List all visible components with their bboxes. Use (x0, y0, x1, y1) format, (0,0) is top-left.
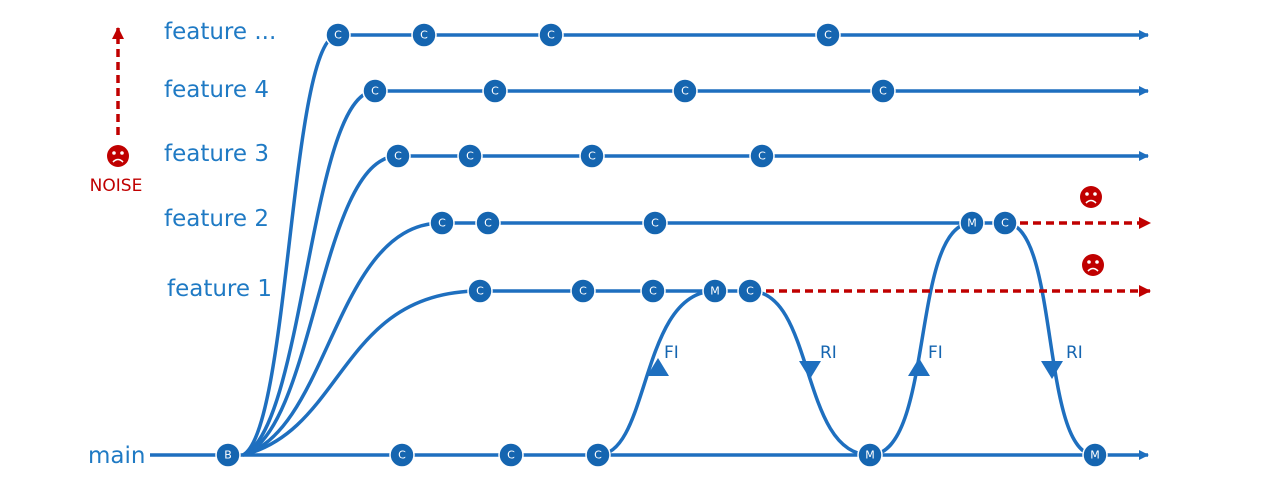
branch-label-feature-3: feature 3 (164, 141, 269, 167)
ri-path-2 (1004, 221, 1096, 457)
svg-text:C: C (758, 150, 766, 163)
branch-label-feature-2: feature 2 (164, 206, 269, 232)
commit-node: C (411, 22, 437, 48)
branch-lines (150, 30, 1149, 460)
svg-text:C: C (547, 29, 555, 42)
svg-text:C: C (879, 85, 887, 98)
commit-node: C (640, 278, 666, 304)
commit-node: C (429, 210, 455, 236)
merge-node: M (959, 210, 985, 236)
commit-node: C (482, 78, 508, 104)
svg-text:M: M (967, 217, 977, 230)
svg-text:C: C (394, 150, 402, 163)
commit-node: C (570, 278, 596, 304)
commit-node: C (538, 22, 564, 48)
fi-arrowhead-2 (908, 358, 930, 376)
fi-arrowhead-1 (647, 358, 669, 376)
merge-node: M (857, 442, 883, 468)
sad-face-icon (1082, 254, 1104, 276)
svg-text:C: C (649, 285, 657, 298)
commit-node: C (475, 210, 501, 236)
fi-path-1 (597, 289, 716, 457)
feature-more-line (241, 30, 1149, 457)
merge-node: M (702, 278, 728, 304)
stale-lines (112, 27, 1151, 297)
svg-text:C: C (466, 150, 474, 163)
commit-node: C (579, 143, 605, 169)
sad-face-icon (1080, 186, 1102, 208)
branch-label-main: main (88, 443, 145, 469)
commit-node: C (457, 143, 483, 169)
svg-text:C: C (371, 85, 379, 98)
svg-text:M: M (865, 449, 875, 462)
svg-text:C: C (588, 150, 596, 163)
base-node: B (215, 442, 241, 468)
svg-text:C: C (824, 29, 832, 42)
svg-text:C: C (507, 449, 515, 462)
flow-arrowheads (647, 358, 1063, 379)
commit-node: C (737, 278, 763, 304)
commit-node: C (749, 143, 775, 169)
commit-node: C (642, 210, 668, 236)
branch-label-feature-1: feature 1 (167, 276, 272, 302)
ri-arrowhead-1 (799, 361, 821, 379)
branch-label-feature-4: feature 4 (164, 77, 269, 103)
feature-1-line (242, 289, 750, 457)
svg-text:C: C (579, 285, 587, 298)
merge-node: M (1082, 442, 1108, 468)
svg-text:C: C (420, 29, 428, 42)
commit-nodes: C C C C C C C C C C C C C C C M C C C C … (215, 22, 1108, 468)
commit-node: C (467, 278, 493, 304)
commit-node: C (672, 78, 698, 104)
commit-node: C (815, 22, 841, 48)
noise-label: NOISE (90, 176, 143, 196)
fi-label-1: FI (664, 343, 679, 363)
svg-text:C: C (398, 449, 406, 462)
commit-node: C (362, 78, 388, 104)
svg-text:M: M (1090, 449, 1100, 462)
feature-2-line (242, 221, 1005, 457)
svg-text:C: C (651, 217, 659, 230)
commit-node: C (385, 143, 411, 169)
svg-text:C: C (334, 29, 342, 42)
commit-node: C (992, 210, 1018, 236)
feature-3-line (242, 151, 1149, 457)
feature-4-line (242, 86, 1149, 457)
branch-label-feature-more: feature ... (164, 19, 276, 45)
svg-text:C: C (438, 217, 446, 230)
ri-label-1: RI (820, 343, 837, 363)
fi-label-2: FI (928, 343, 943, 363)
commit-node: C (498, 442, 524, 468)
svg-text:C: C (681, 85, 689, 98)
svg-text:C: C (476, 285, 484, 298)
commit-node: C (325, 22, 351, 48)
commit-node: C (585, 442, 611, 468)
sad-face-icon (107, 145, 129, 167)
commit-node: C (870, 78, 896, 104)
ri-arrowhead-2 (1041, 361, 1063, 379)
svg-text:B: B (224, 449, 232, 462)
svg-text:C: C (484, 217, 492, 230)
commit-node: C (389, 442, 415, 468)
svg-text:C: C (746, 285, 754, 298)
fi-path-2 (869, 221, 973, 457)
svg-text:C: C (594, 449, 602, 462)
ri-label-2: RI (1066, 343, 1083, 363)
svg-text:C: C (491, 85, 499, 98)
svg-text:C: C (1001, 217, 1009, 230)
svg-text:M: M (710, 285, 720, 298)
